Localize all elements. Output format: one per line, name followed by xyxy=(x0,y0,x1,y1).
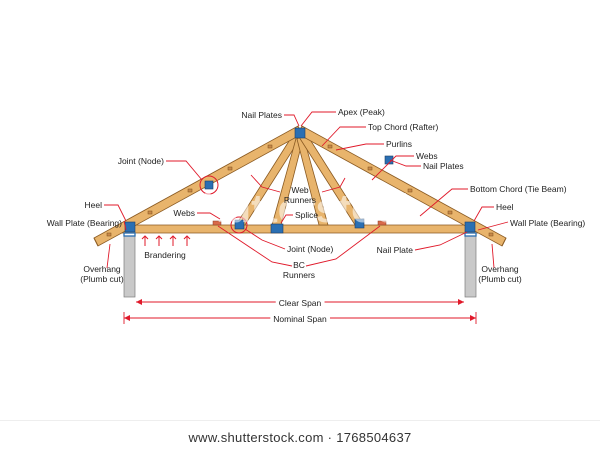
brandering-arrows xyxy=(141,235,191,246)
top-chord-right-plumb-cut xyxy=(501,237,507,247)
bc-runner xyxy=(212,220,222,226)
joint-nail-plate xyxy=(354,218,365,229)
label-webs-left: Webs xyxy=(173,208,195,218)
joint-nail-plate xyxy=(234,219,245,230)
label-apex: Apex (Peak) xyxy=(338,107,385,117)
purlin xyxy=(367,166,373,171)
purlin xyxy=(267,144,273,149)
purlin xyxy=(227,166,233,171)
stock-footer: www.shutterstock.com · 1768504637 xyxy=(0,420,600,453)
span-label-background xyxy=(275,297,325,309)
joint-node-circle-top xyxy=(199,175,219,195)
bc-runner xyxy=(377,220,387,226)
purlin xyxy=(488,232,494,237)
label-heel-left: Heel xyxy=(85,200,103,210)
wall-plate-left xyxy=(123,232,136,237)
heel-nail-plate-right xyxy=(464,221,476,233)
label-wall-plate-left: Wall Plate (Bearing) xyxy=(47,218,122,228)
purlin xyxy=(147,210,153,215)
label-joint-node-top: Joint (Node) xyxy=(118,156,164,166)
label-wall-plate-right: Wall Plate (Bearing) xyxy=(510,218,585,228)
footer-text: www.shutterstock.com · 1768504637 xyxy=(188,429,412,445)
heel-nail-plate-left xyxy=(124,221,136,233)
label-top-chord: Top Chord (Rafter) xyxy=(368,122,439,132)
label-brandering: Brandering xyxy=(144,250,186,260)
label-webs-right: Webs xyxy=(416,151,438,161)
purlin xyxy=(187,188,193,193)
purlin xyxy=(327,144,333,149)
label-nail-plate: Nail Plate xyxy=(377,245,414,255)
right-support-post xyxy=(464,232,477,298)
left-support-post xyxy=(123,232,136,298)
top-chord-left-plumb-cut xyxy=(93,237,99,247)
top-chord-nail-plate xyxy=(384,155,394,165)
purlin xyxy=(407,188,413,193)
leader-lines xyxy=(104,111,509,269)
label-heel-right: Heel xyxy=(496,202,514,212)
label-nail-plates-top: Nail Plates xyxy=(241,110,282,120)
span-label-background xyxy=(270,313,330,325)
label-overhang-left: Overhang(Plumb cut) xyxy=(80,264,124,284)
label-joint-node-bottom: Joint (Node) xyxy=(287,244,333,254)
joint-node-circle-bottom xyxy=(230,216,248,234)
label-clear-span: Clear Span xyxy=(279,298,322,308)
label-bottom-chord: Bottom Chord (Tie Beam) xyxy=(470,184,567,194)
label-nail-plates-right: Nail Plates xyxy=(423,161,464,171)
watermark: shutterstock xyxy=(180,187,421,231)
wall-plate-right xyxy=(464,232,477,237)
purlin xyxy=(447,210,453,215)
label-splice: Splice xyxy=(295,210,318,220)
roof-truss-diagram: shutterstock xyxy=(47,107,585,325)
top-chord-nail-plate xyxy=(204,180,214,190)
label-purlins: Purlins xyxy=(386,139,412,149)
purlin xyxy=(106,232,112,237)
apex-nail-plate xyxy=(294,127,306,139)
label-nominal-span: Nominal Span xyxy=(273,314,327,324)
splice-nail-plate xyxy=(270,223,284,234)
label-overhang-right: Overhang(Plumb cut) xyxy=(478,264,522,284)
